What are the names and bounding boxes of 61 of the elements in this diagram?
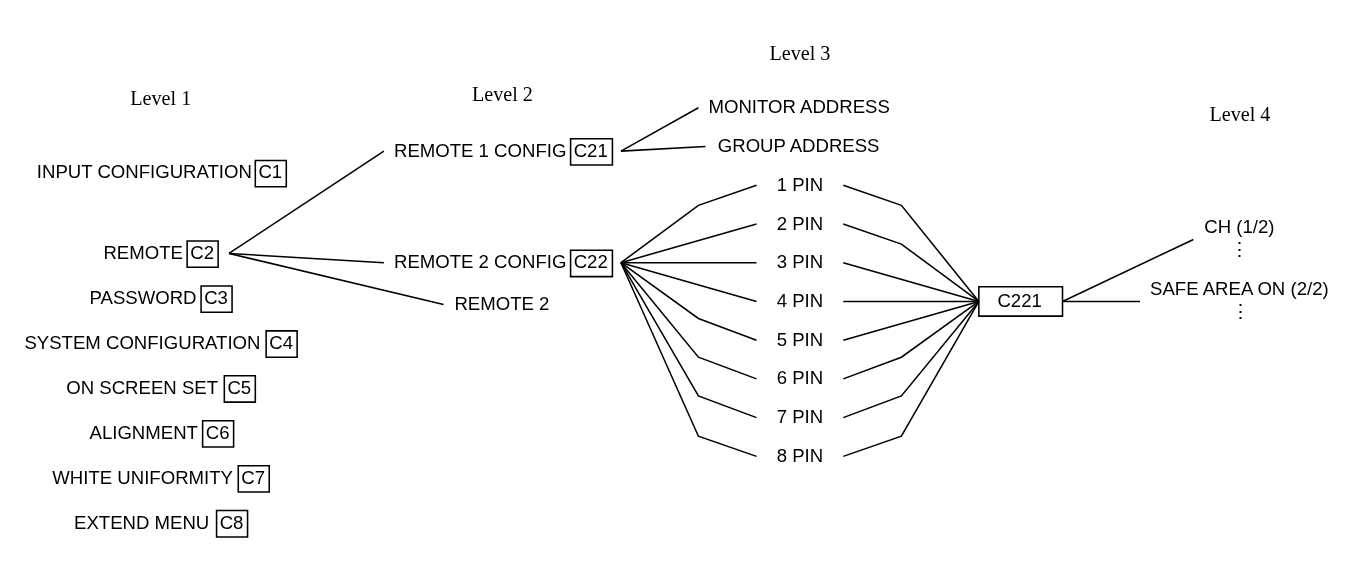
label: Level 4 [1209,102,1271,125]
node-text: 1 PIN [776,173,824,195]
connector [1061,300,1141,303]
node-box: C4 [265,330,298,358]
label: Level 2 [471,82,533,105]
node-text: 6 PIN [776,367,824,389]
node-text: MONITOR ADDRESS [708,96,890,118]
connector [620,261,758,419]
node-box: C221 [978,285,1064,317]
connector [620,261,758,380]
connector [842,300,980,341]
node-box: C8 [215,509,249,538]
connector [842,223,980,303]
node-label: REMOTE [103,241,183,263]
connector [620,261,758,303]
node-text: 4 PIN [776,290,824,312]
connector [842,261,980,303]
label: Level 3 [769,42,831,65]
node-label: ALIGNMENT [89,421,198,443]
connector [620,261,758,341]
node-text: 7 PIN [776,406,824,428]
node-box: C5 [223,375,257,403]
connector [620,261,758,264]
node-text: SAFE AREA ON (2/2) [1150,277,1329,299]
connector [842,300,980,458]
node-text: GROUP ADDRESS [717,135,880,157]
node-text: 8 PIN [776,444,824,466]
node-label: INPUT CONFIGURATION [36,161,252,183]
connector [228,150,385,255]
node-box: C6 [201,419,235,448]
node-label: ON SCREEN SET [66,376,219,398]
node-text: 3 PIN [776,251,824,273]
node-box: C3 [200,285,233,314]
node-label: SYSTEM CONFIGURATION [24,331,261,353]
node-label: ⋮ [1230,300,1250,322]
node-box: C21 [569,137,614,166]
connector [842,300,980,419]
connector [620,261,758,458]
node-label: ⋮ [1229,238,1249,260]
label: Level 1 [130,87,192,110]
connector [1061,238,1195,303]
node-label: REMOTE 1 CONFIG [393,139,567,161]
connector [842,184,980,303]
connector [620,145,707,152]
node-text: 5 PIN [776,328,824,350]
node-box: C2 [186,240,219,269]
connector [620,107,700,152]
node-text: 2 PIN [776,212,824,234]
node-label: EXTEND MENU [74,511,210,533]
node-text: REMOTE 2 [454,293,550,315]
node-label: PASSWORD [89,286,197,308]
connector [228,252,445,306]
connector [620,223,758,264]
node-box: C22 [569,249,614,278]
node-text: CH (1/2) [1204,215,1275,237]
node-box: C1 [254,159,288,188]
node-label: WHITE UNIFORMITY [52,466,233,488]
connector [620,184,758,264]
connector [842,300,980,380]
node-label: REMOTE 2 CONFIG [393,251,567,273]
node-box: C7 [237,464,271,493]
